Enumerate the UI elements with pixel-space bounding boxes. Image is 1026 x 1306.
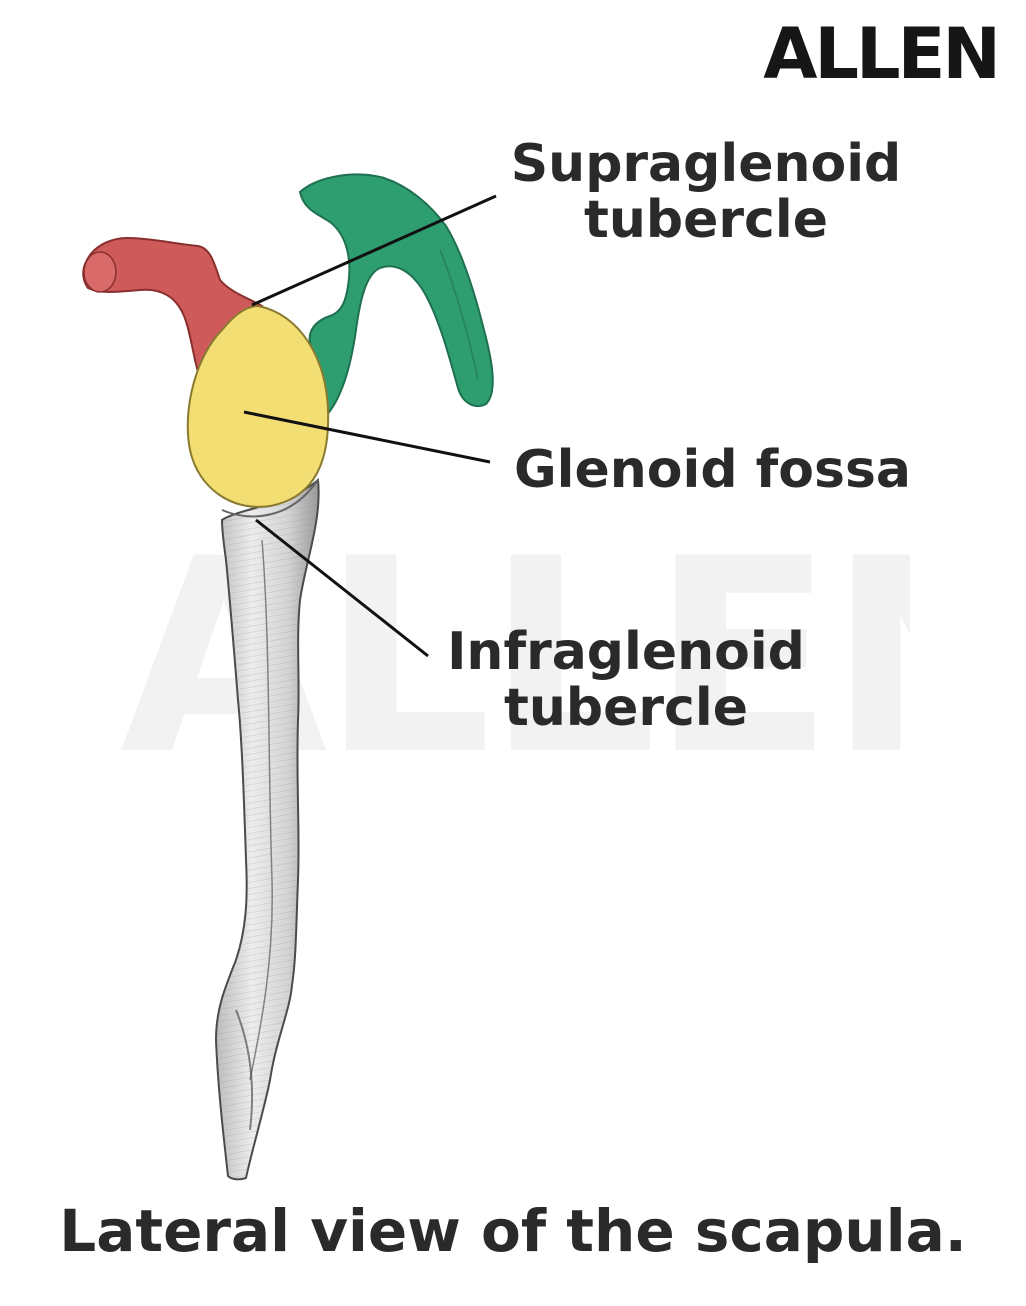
coracoid-process	[298, 173, 494, 421]
infraglenoid-label-line2: tubercle	[504, 678, 748, 738]
glenoid-label-line1: Glenoid fossa	[514, 440, 912, 500]
brand-logo: ALLEN	[763, 13, 1001, 95]
glenoid-leader	[243, 410, 491, 464]
infraglenoid-tubercle-label: Infraglenoid tubercle	[440, 624, 812, 736]
supraglenoid-label-line2: tubercle	[584, 190, 828, 250]
scapula-body	[214, 477, 320, 1181]
infraglenoid-label-line1: Infraglenoid	[447, 622, 805, 682]
supraglenoid-leader	[251, 194, 497, 307]
infraglenoid-leader	[255, 518, 429, 658]
supraglenoid-label-line1: Supraglenoid	[510, 134, 902, 194]
supraglenoid-tubercle-label: Supraglenoid tubercle	[506, 136, 906, 248]
glenoid-fossa-label: Glenoid fossa	[514, 442, 918, 498]
figure-caption: Lateral view of the scapula.	[59, 1197, 967, 1265]
glenoid-fossa	[186, 304, 330, 518]
